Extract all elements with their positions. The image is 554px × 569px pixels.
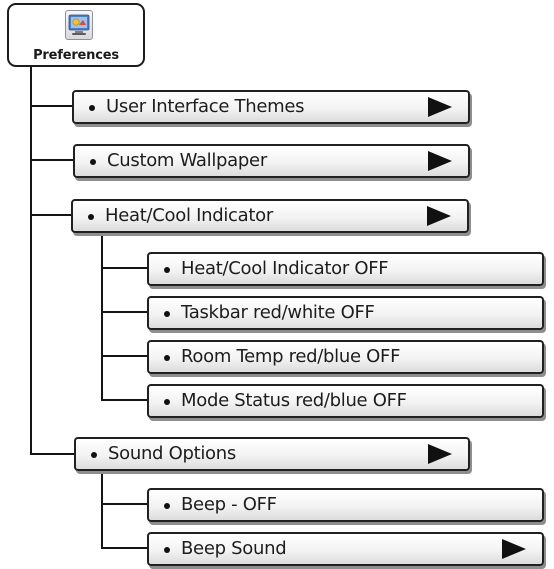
menu-item-label: Sound Options [108,443,236,464]
arrow-right-icon [427,206,451,226]
menu-item-label: Mode Status red/blue OFF [181,390,407,411]
arrow-right-icon [428,444,452,464]
bullet-icon [164,503,170,509]
menu-item-label: User Interface Themes [106,96,305,117]
bullet-icon [89,105,95,111]
menu-item-label: Heat/Cool Indicator [105,205,273,226]
arrow-right-icon [428,151,452,171]
menu-item-heat-cool-indicator[interactable]: Heat/Cool Indicator [71,199,469,233]
preferences-label: Preferences [33,48,119,63]
bullet-icon [164,399,170,405]
menu-item-label: Custom Wallpaper [107,150,267,171]
menu-item-label: Room Temp red/blue OFF [181,346,401,367]
bullet-icon [164,547,170,553]
submenu-item-heat-cool-indicator-off[interactable]: Heat/Cool Indicator OFF [147,252,544,286]
menu-item-label: Beep Sound [181,538,287,559]
submenu-item-taskbar-red-white-off[interactable]: Taskbar red/white OFF [147,296,544,330]
bullet-icon [90,159,96,165]
bullet-icon [91,452,97,458]
submenu-item-beep-off[interactable]: Beep - OFF [147,488,544,522]
preferences-icon [65,10,93,40]
menu-item-custom-wallpaper[interactable]: Custom Wallpaper [73,144,470,178]
menu-item-label: Beep - OFF [181,494,277,515]
bullet-icon [88,214,94,220]
bullet-icon [164,311,170,317]
submenu-item-mode-status-red-blue-off[interactable]: Mode Status red/blue OFF [147,384,544,418]
submenu-item-beep-sound[interactable]: Beep Sound [147,532,544,566]
menu-item-label: Heat/Cool Indicator OFF [181,258,389,279]
submenu-item-room-temp-red-blue-off[interactable]: Room Temp red/blue OFF [147,340,544,374]
arrow-right-icon [502,539,526,559]
arrow-right-icon [428,97,452,117]
menu-item-label: Taskbar red/white OFF [181,302,375,323]
menu-item-sound-options[interactable]: Sound Options [74,437,470,471]
bullet-icon [164,267,170,273]
preferences-node[interactable]: Preferences [7,3,145,67]
menu-item-user-interface-themes[interactable]: User Interface Themes [72,90,470,124]
bullet-icon [164,355,170,361]
